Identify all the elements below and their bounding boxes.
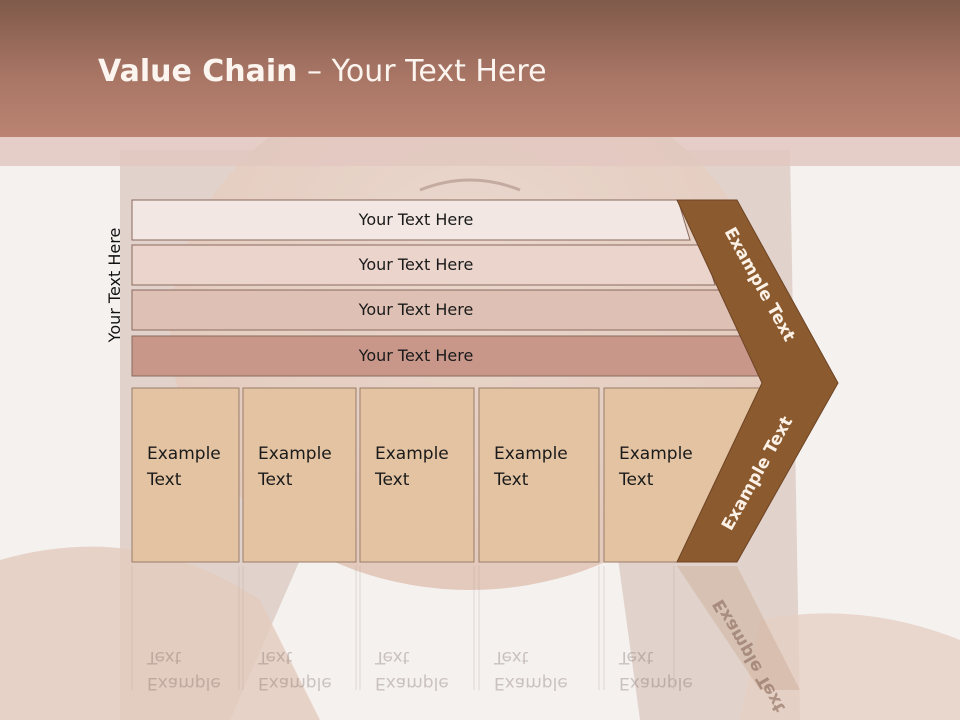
support-bar [131,244,716,286]
reflection-text: Text [618,647,654,667]
reflection-text: Example [258,673,332,693]
reflection-text: Text [493,647,529,667]
reflection-text: Example [619,673,693,693]
title-bar-strip [0,137,960,166]
reflection-text: Text [374,647,410,667]
reflection-text: Example [375,673,449,693]
primary-box-line2: Text [374,470,410,490]
primary-activity-box [359,387,475,563]
reflection-text: Example [494,673,568,693]
primary-box-line1: Example [494,444,568,464]
reflection-text: Example [147,673,221,693]
reflection-text: Text [146,647,182,667]
support-bar-label: Your Text Here [358,255,474,274]
primary-box-line1: Example [258,444,332,464]
primary-box-line2: Text [146,470,182,490]
support-bar-label: Your Text Here [358,300,474,319]
support-bar [131,199,691,241]
title-bold: Value Chain [98,54,298,89]
primary-box-line2: Text [618,470,654,490]
primary-activity-box [242,387,357,563]
primary-activity-box [478,387,600,563]
title-rest: – Your Text Here [297,54,547,89]
primary-activity-box [131,387,240,563]
support-bar-label: Your Text Here [358,210,474,229]
primary-box-line2: Text [493,470,529,490]
primary-box-line1: Example [147,444,221,464]
page-title: Value Chain – Your Text Here [98,54,547,89]
support-bar-label: Your Text Here [358,346,474,365]
primary-box-line1: Example [619,444,693,464]
title-bar [0,0,960,137]
margin-chevron-reflection [677,566,800,690]
primary-box-line2: Text [257,470,293,490]
margin-chevron [676,199,839,563]
primary-box-line1: Example [375,444,449,464]
reflection-text: Text [257,647,293,667]
